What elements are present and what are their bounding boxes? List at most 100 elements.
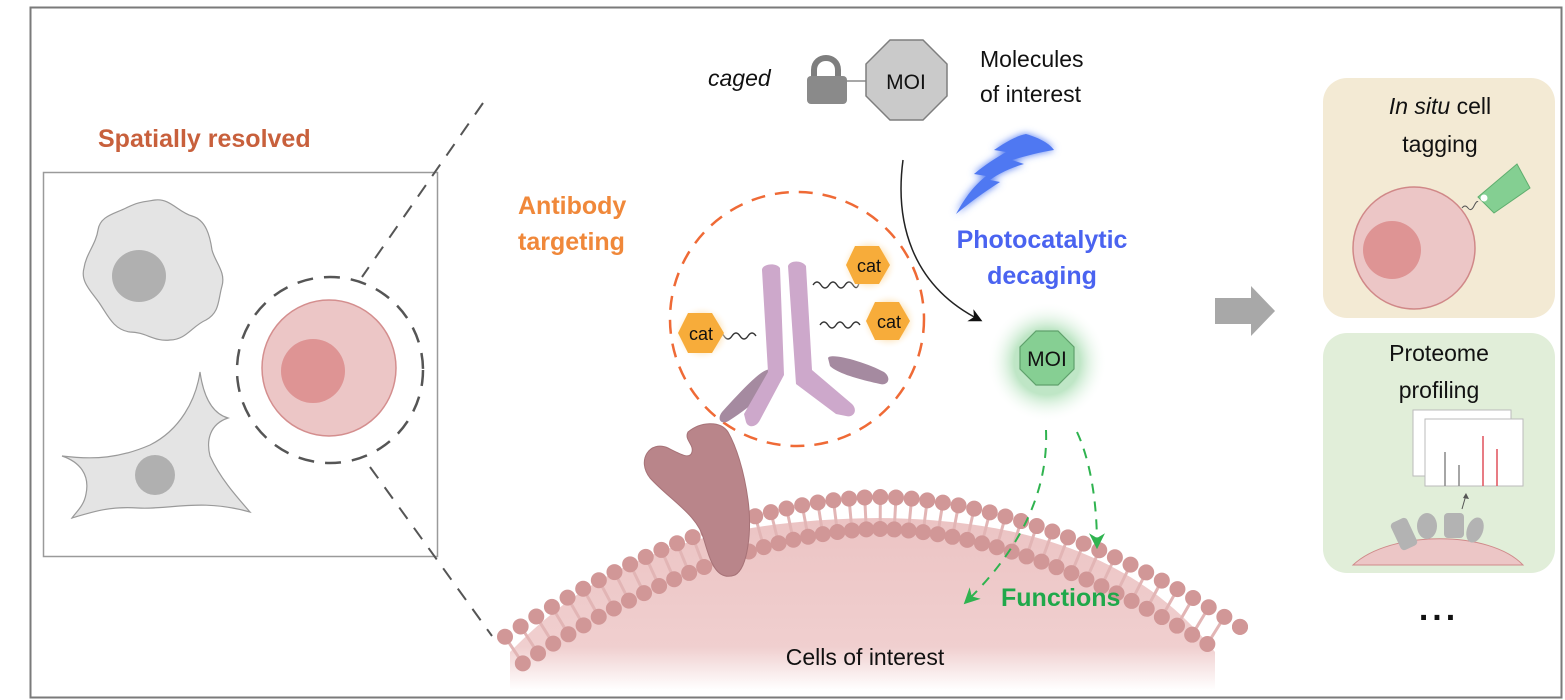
lipid-tail <box>817 509 824 528</box>
lipid-head <box>575 580 592 597</box>
lipid-head <box>841 490 858 507</box>
lipid-head <box>800 528 817 545</box>
lipid-head <box>900 522 917 539</box>
lipid-head <box>966 500 983 517</box>
lipid-tail <box>662 555 673 574</box>
caged-label: caged <box>708 65 772 91</box>
lipid-tail <box>616 577 628 596</box>
middle-panel: Cells of interest cat <box>497 39 1248 690</box>
in-situ-italic: In situ <box>1389 93 1451 119</box>
lipid-tail <box>982 518 990 537</box>
lipid-head <box>1123 592 1140 609</box>
lipid-head <box>872 521 889 538</box>
lipid-tail <box>1133 577 1145 596</box>
lipid-tail <box>569 602 582 621</box>
lipid-head <box>1063 565 1080 582</box>
lipid-bilayer-membrane <box>497 489 1248 672</box>
lipid-head <box>778 500 795 517</box>
lipid-head <box>988 539 1005 556</box>
cell-surface-proteins-icon <box>1351 513 1525 566</box>
lipid-tail <box>1042 537 1052 556</box>
left-panel: Spatially resolved <box>42 102 493 637</box>
zoom-line-top <box>361 102 484 278</box>
lipid-head <box>669 535 686 552</box>
lipid-tail <box>771 518 779 537</box>
lipid-head <box>1093 578 1110 595</box>
photocatalytic-label-line2: decaging <box>987 262 1097 290</box>
lipid-tail <box>801 511 809 531</box>
lipid-tail <box>523 631 536 649</box>
lipid-head <box>681 564 698 581</box>
lipid-head <box>1138 600 1155 617</box>
lipid-head <box>872 489 889 506</box>
lipid-head <box>543 598 560 615</box>
lipid-tail <box>1148 586 1160 604</box>
antibody-icon <box>719 261 889 427</box>
lipid-head <box>1003 543 1020 560</box>
proteome-profiling-title-line2: profiling <box>1399 377 1480 403</box>
lipid-head <box>512 618 529 635</box>
cells-of-interest-label: Cells of interest <box>786 644 945 670</box>
lipid-head <box>1153 609 1170 626</box>
functions-label: Functions <box>1001 584 1120 612</box>
lipid-tail <box>1012 527 1021 546</box>
lipid-head <box>605 600 622 617</box>
lipid-tail <box>507 641 521 659</box>
lipid-head <box>858 521 875 538</box>
lipid-head <box>666 571 683 588</box>
lipid-head <box>559 589 576 606</box>
lipid-head <box>959 531 976 548</box>
catalyst-3: cat <box>861 293 917 349</box>
lipid-head <box>1122 556 1139 573</box>
lipid-head <box>809 494 826 511</box>
lipid-head <box>497 628 513 645</box>
lipid-head <box>856 489 873 506</box>
lipid-head <box>950 497 967 514</box>
lipid-head <box>1153 572 1170 589</box>
antibody-targeting-circle <box>668 190 926 448</box>
cell-surface-receptor-icon <box>643 423 750 577</box>
lipid-head <box>1033 553 1050 570</box>
lipid-head <box>1048 559 1065 576</box>
catalyst-3-label: cat <box>877 312 901 332</box>
lipid-tail <box>538 621 551 639</box>
lipid-head <box>1185 590 1202 607</box>
tagged-cell-icon <box>1352 163 1531 310</box>
lipid-tail <box>907 505 913 524</box>
lipid-tail <box>952 511 959 531</box>
ellipsis-more: ... <box>1419 590 1459 628</box>
lipid-head <box>1169 617 1186 634</box>
lipid-tail <box>832 507 839 526</box>
caged-moi-octagon: MOI <box>865 39 948 121</box>
lipid-head <box>887 489 904 506</box>
lipid-tail <box>585 594 597 612</box>
catalyst-2-label: cat <box>857 256 881 276</box>
lipid-tail <box>647 562 658 581</box>
lipid-head <box>934 494 951 511</box>
lipid-tail <box>967 515 975 534</box>
released-moi: MOI <box>987 302 1107 422</box>
lipid-tail <box>678 549 688 568</box>
lipid-tail <box>600 585 612 604</box>
lipid-head <box>755 539 772 556</box>
lipid-head <box>606 564 623 581</box>
released-moi-label: MOI <box>1027 348 1067 371</box>
function-arrow-1 <box>963 429 1048 605</box>
in-situ-tagging-card: In situ cell tagging <box>1323 78 1555 318</box>
lipid-head <box>1075 535 1092 552</box>
lipid-head <box>575 617 592 634</box>
lipid-head <box>843 522 860 539</box>
lipid-head <box>1138 564 1155 581</box>
lipid-tail <box>848 505 853 524</box>
lipid-tail <box>1072 549 1083 568</box>
lipid-head <box>981 504 998 521</box>
lipid-head <box>1108 585 1125 602</box>
lock-icon <box>807 55 847 104</box>
lipid-head <box>1059 529 1076 546</box>
lipid-head <box>651 577 668 594</box>
lipid-head <box>1044 523 1061 540</box>
lipid-tail <box>631 569 643 588</box>
lipid-head <box>684 529 701 546</box>
lipid-head <box>696 558 713 575</box>
decaging-arrow <box>900 159 983 322</box>
